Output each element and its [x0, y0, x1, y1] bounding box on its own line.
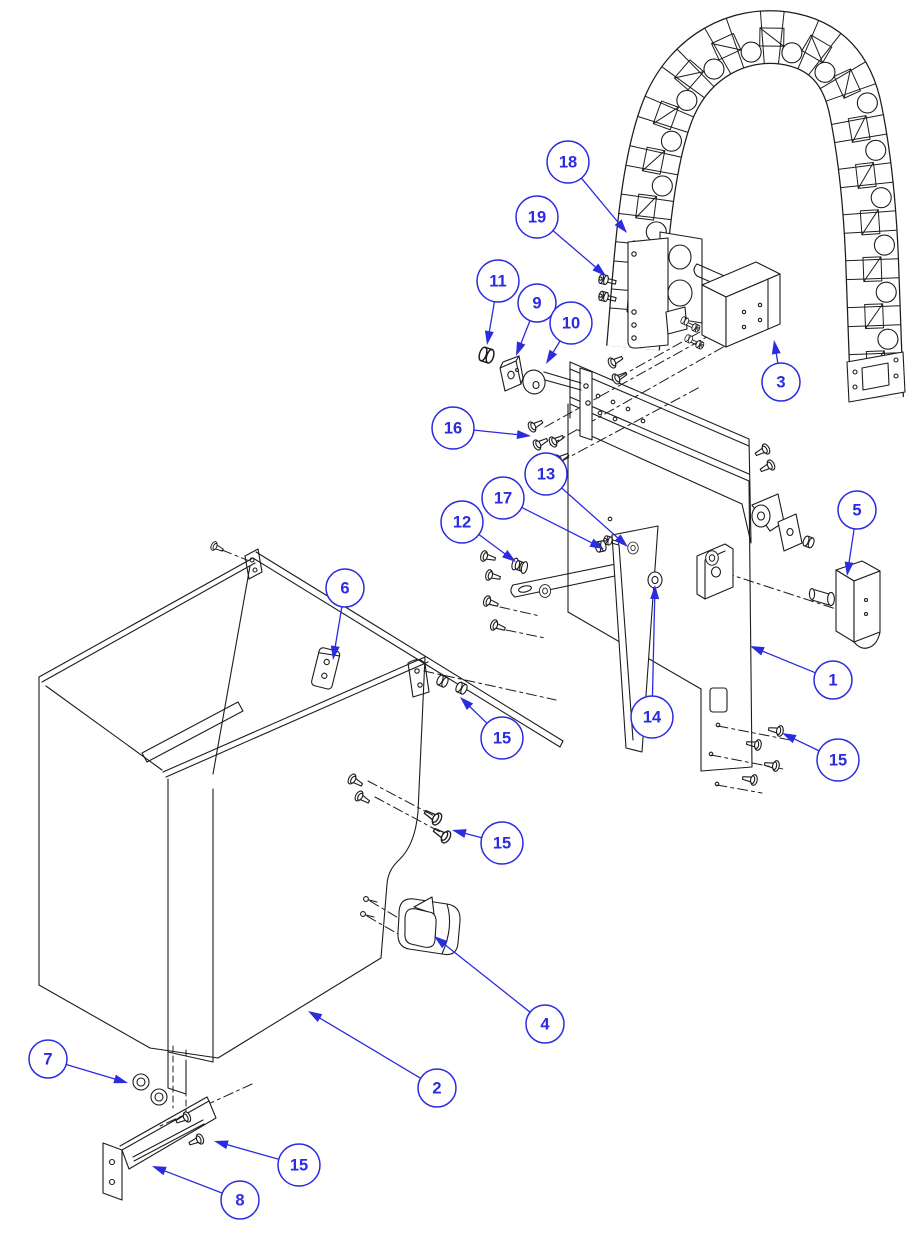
rollers — [132, 1073, 168, 1106]
callout-part-14: 14 — [630, 585, 674, 739]
callout-number: 15 — [493, 730, 511, 748]
callout-part-9: 9 — [516, 283, 557, 356]
bottom-bracket — [102, 1096, 217, 1201]
fasteners — [173, 273, 816, 1150]
callout-number: 18 — [559, 154, 577, 172]
callout-part-5: 5 — [837, 490, 877, 576]
callout-part-19: 19 — [515, 195, 606, 276]
solenoid — [808, 560, 881, 649]
part-callouts: 18 19 11 9 10 3 16 13 17 12 5 6 1 14 15 15 15 4 2 7 15 8 — [28, 140, 877, 1220]
callout-part-2: 2 — [308, 1011, 457, 1108]
callout-number: 19 — [528, 209, 546, 227]
callout-part-15: 15 — [782, 733, 860, 782]
callout-number: 15 — [829, 752, 847, 770]
callout-number: 6 — [340, 580, 349, 598]
callout-number: 3 — [776, 374, 785, 392]
callout-part-4: 4 — [434, 936, 565, 1044]
roller-block-parts — [751, 493, 803, 552]
callout-number: 12 — [453, 514, 471, 532]
callout-number: 13 — [537, 466, 555, 484]
callout-part-17: 17 — [481, 476, 604, 549]
drag-chain-carrier — [606, 10, 904, 399]
callout-part-15: 15 — [452, 821, 524, 865]
callout-number: 17 — [494, 490, 512, 508]
callout-part-7: 7 — [28, 1039, 128, 1084]
callout-part-1: 1 — [750, 646, 853, 700]
callout-number: 16 — [444, 420, 462, 438]
callout-number: 1 — [828, 672, 837, 690]
callout-number: 11 — [489, 273, 506, 291]
projection-lines — [157, 281, 837, 1128]
door-latch — [360, 896, 461, 956]
callout-number: 2 — [432, 1080, 441, 1098]
chain-right-end-bracket — [846, 351, 906, 403]
callout-part-8: 8 — [152, 1166, 260, 1220]
chain-end-bracket — [627, 231, 703, 349]
callout-number: 8 — [235, 1192, 244, 1210]
callout-number: 4 — [540, 1016, 550, 1034]
callout-part-3: 3 — [761, 340, 801, 402]
callout-number: 10 — [562, 315, 580, 333]
callout-part-10: 10 — [546, 301, 593, 364]
callout-number: 9 — [532, 295, 541, 313]
callout-part-16: 16 — [431, 406, 531, 450]
callout-number: 15 — [290, 1157, 308, 1175]
callout-part-6: 6 — [325, 568, 365, 660]
callout-number: 15 — [493, 835, 511, 853]
rail-clip-bracket — [311, 647, 341, 690]
callout-part-13: 13 — [524, 452, 628, 547]
callout-number: 7 — [43, 1051, 52, 1069]
callout-number: 5 — [852, 502, 861, 520]
cabinet — [38, 548, 564, 1095]
callout-number: 14 — [643, 709, 662, 727]
callout-part-12: 12 — [440, 500, 516, 562]
small-parts — [499, 355, 582, 395]
callout-part-15: 15 — [460, 697, 524, 760]
callout-part-18: 18 — [546, 140, 627, 233]
callout-part-15: 15 — [214, 1140, 321, 1187]
top-rail-bracket — [569, 361, 752, 544]
mount-box-bracket — [701, 261, 781, 348]
cam-lever-assembly — [510, 525, 659, 753]
hidden-lines — [172, 1045, 187, 1115]
callout-part-11: 11 — [476, 259, 520, 345]
